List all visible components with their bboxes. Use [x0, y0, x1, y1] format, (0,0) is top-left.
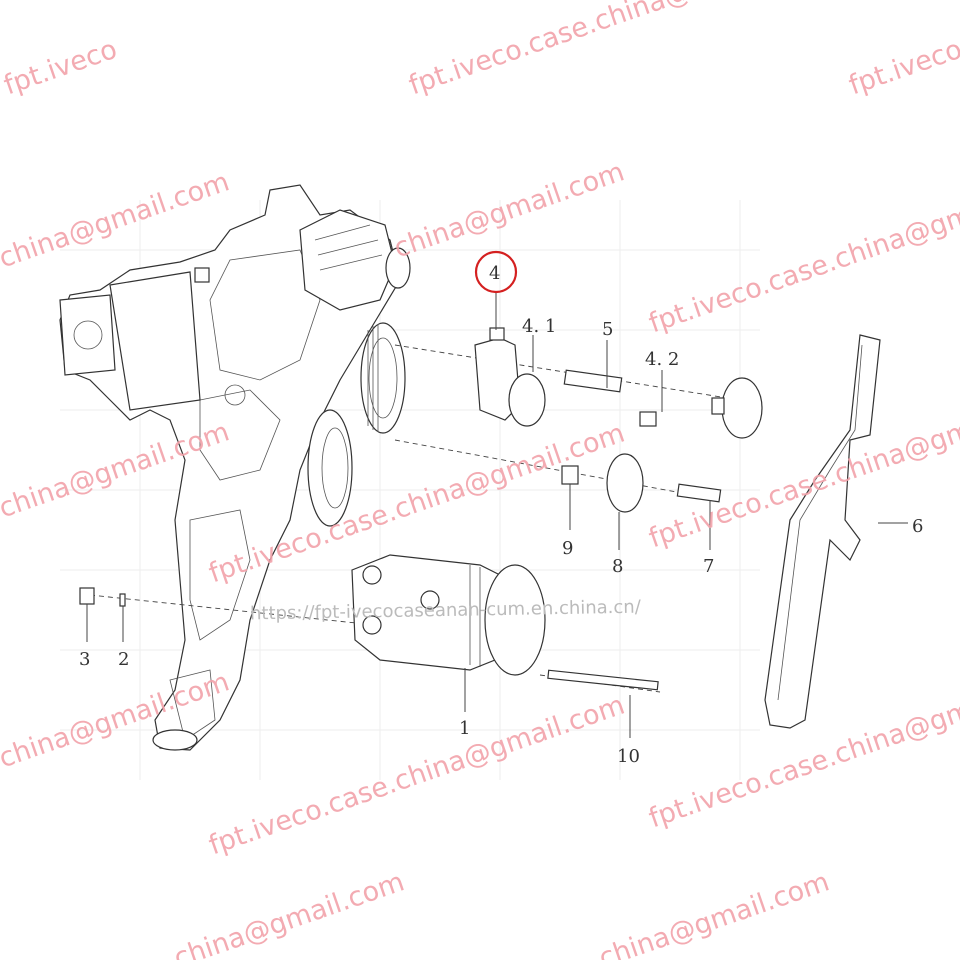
- label-part-2[interactable]: 2: [118, 649, 129, 670]
- highlight-circle-part-4: [474, 250, 518, 294]
- alternator: [299, 209, 411, 311]
- idler-pulley-parts: [561, 453, 722, 513]
- tensioner-assembly-part-4: [474, 327, 763, 439]
- label-part-6[interactable]: 6: [912, 516, 923, 537]
- pulleys: [307, 322, 406, 527]
- label-part-8[interactable]: 8: [612, 556, 623, 577]
- label-part-7[interactable]: 7: [703, 556, 714, 577]
- label-part-9[interactable]: 9: [562, 538, 573, 559]
- label-part-4-2[interactable]: 4. 2: [645, 349, 679, 370]
- engine-front-housing: [59, 184, 401, 751]
- label-part-10[interactable]: 10: [617, 746, 640, 767]
- label-part-4[interactable]: 4: [489, 263, 500, 284]
- ac-compressor-part-1: [351, 554, 546, 676]
- part-number-labels: 4 4. 1 5 4. 2 6 9 8 7 3 2 1 10: [79, 263, 923, 767]
- leader-lines: [86, 293, 908, 738]
- drive-belt-part-6: [764, 334, 881, 729]
- label-part-3[interactable]: 3: [79, 649, 90, 670]
- label-part-4-1[interactable]: 4. 1: [522, 316, 556, 337]
- fasteners: [79, 587, 659, 691]
- label-part-1[interactable]: 1: [459, 718, 470, 739]
- label-part-5[interactable]: 5: [602, 319, 613, 340]
